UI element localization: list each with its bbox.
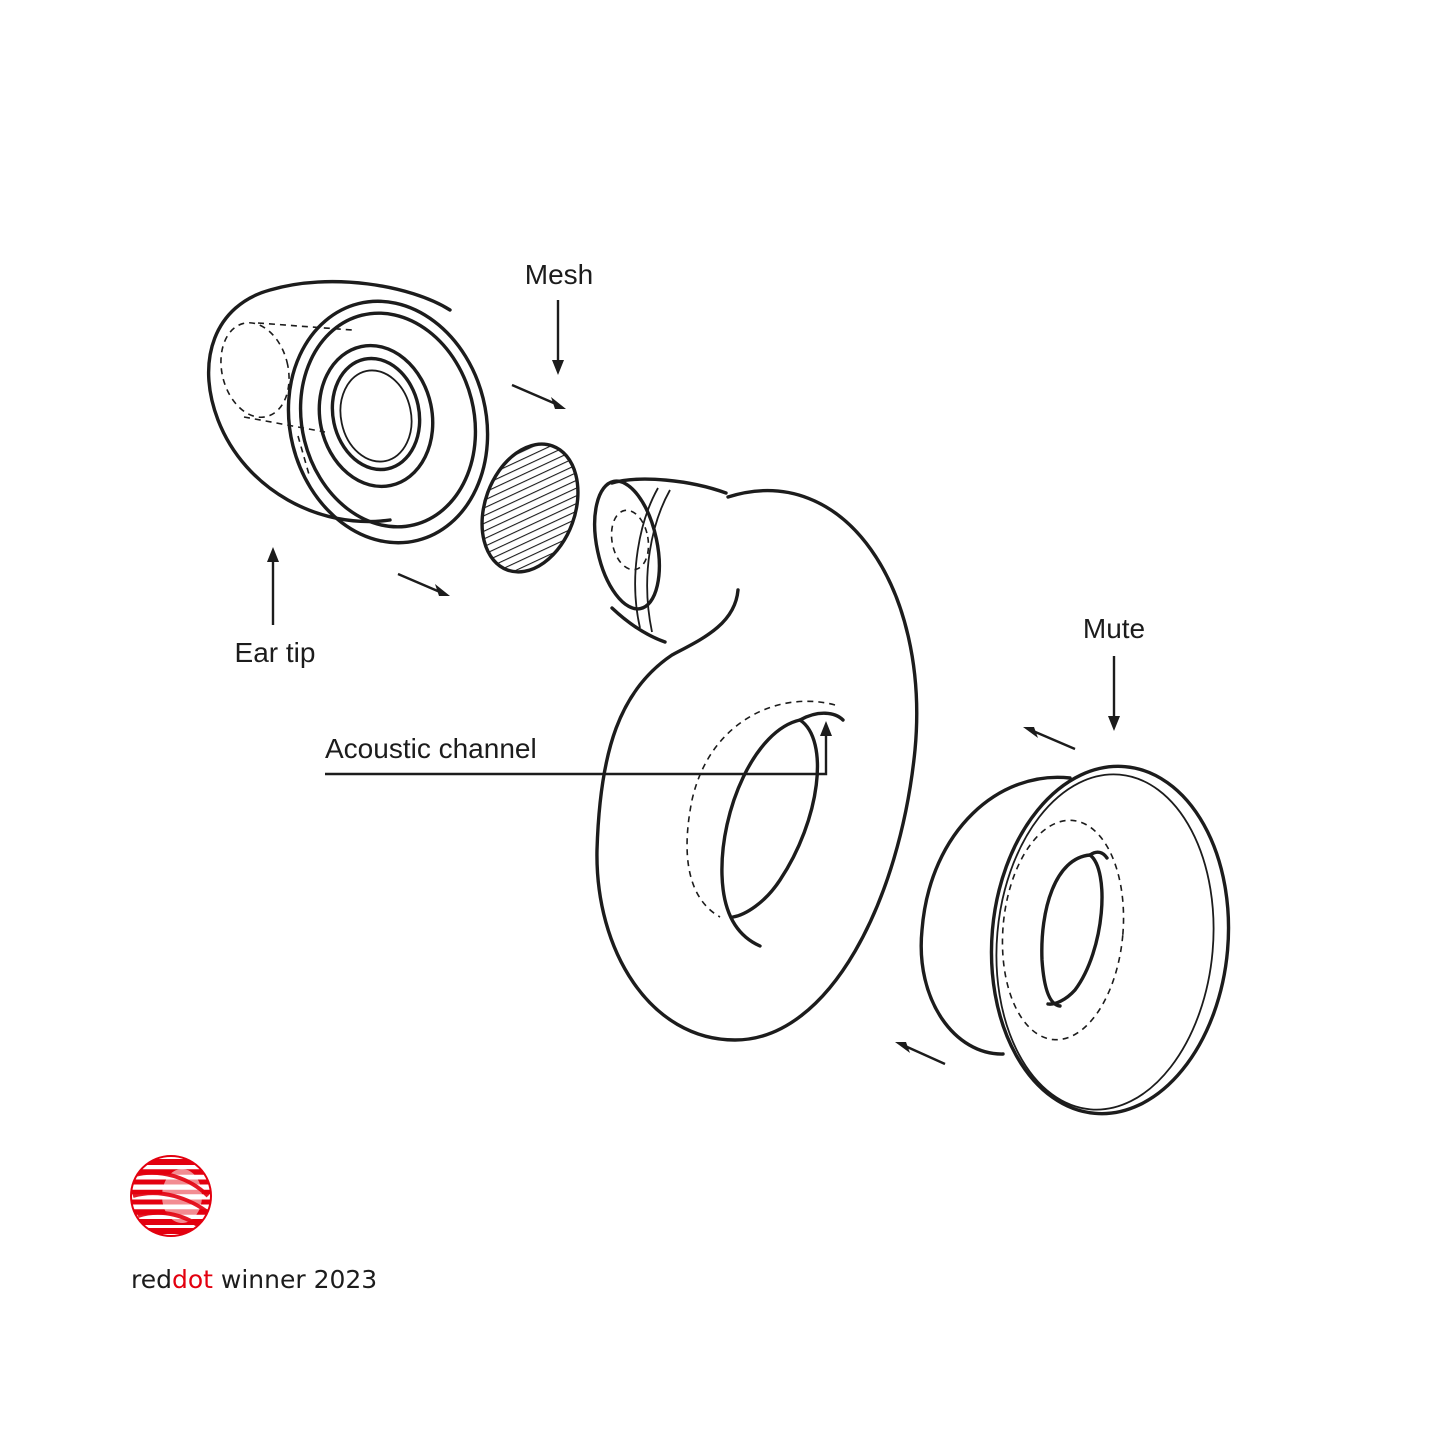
mesh-leader-arrow xyxy=(552,300,564,375)
award-text: reddot winner 2023 xyxy=(131,1265,377,1294)
acoustic-channel-leader xyxy=(325,721,832,776)
ear-tip-label: Ear tip xyxy=(235,637,316,668)
ear-tip-part xyxy=(206,280,490,545)
mesh-part xyxy=(480,442,580,574)
assembly-arrow xyxy=(397,572,450,596)
assembly-arrow xyxy=(511,383,566,409)
mute-part xyxy=(919,764,1231,1116)
award-highlight: dot xyxy=(172,1265,213,1294)
acoustic-channel-label: Acoustic channel xyxy=(325,733,537,764)
earplug-body-part xyxy=(592,477,919,1042)
mute-label: Mute xyxy=(1083,613,1145,644)
mute-leader-arrow xyxy=(1108,656,1120,731)
award-suffix: winner 2023 xyxy=(213,1265,377,1294)
ear-tip-leader-arrow xyxy=(267,547,279,625)
reddot-logo-icon xyxy=(130,1155,212,1237)
assembly-arrow xyxy=(1023,727,1076,751)
award-prefix: red xyxy=(131,1265,172,1294)
assembly-arrow xyxy=(895,1042,946,1066)
mesh-label: Mesh xyxy=(525,259,593,290)
